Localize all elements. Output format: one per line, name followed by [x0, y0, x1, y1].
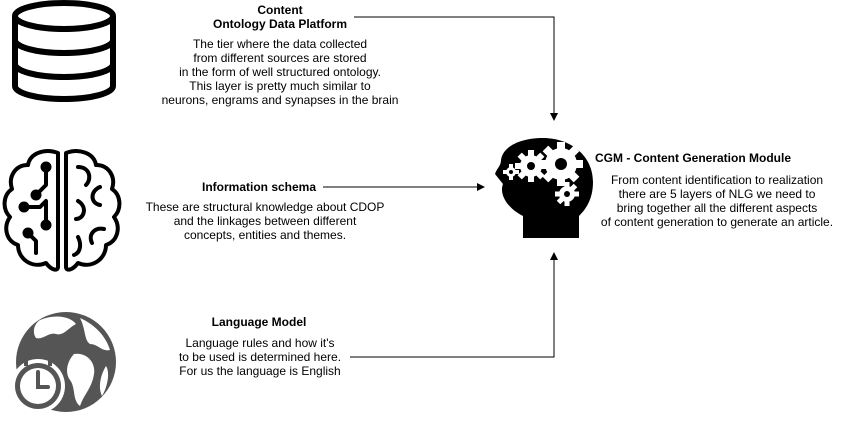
cgm-description: From content identification to realizati… — [600, 173, 834, 229]
brain-circuit-icon — [2, 149, 122, 272]
language-description: Language rules and how it's to be used i… — [178, 336, 342, 378]
arrow-content-to-cgm — [354, 16, 558, 121]
schema-title: Information schema — [201, 180, 317, 194]
database-icon — [12, 0, 116, 102]
schema-description: These are structural knowledge about CDO… — [145, 200, 385, 242]
content-title: Content Ontology Data Platform — [160, 3, 400, 31]
cgm-title: CGM - Content Generation Module — [595, 151, 791, 165]
language-title: Language Model — [211, 315, 307, 329]
content-title-line1: Content — [257, 3, 303, 17]
arrow-language-to-cgm — [350, 252, 558, 358]
globe-clock-icon — [11, 312, 116, 413]
content-description: The tier where the data collected from d… — [161, 37, 399, 107]
content-title-line2: Ontology Data Platform — [212, 17, 347, 31]
head-gears-icon — [495, 138, 593, 238]
